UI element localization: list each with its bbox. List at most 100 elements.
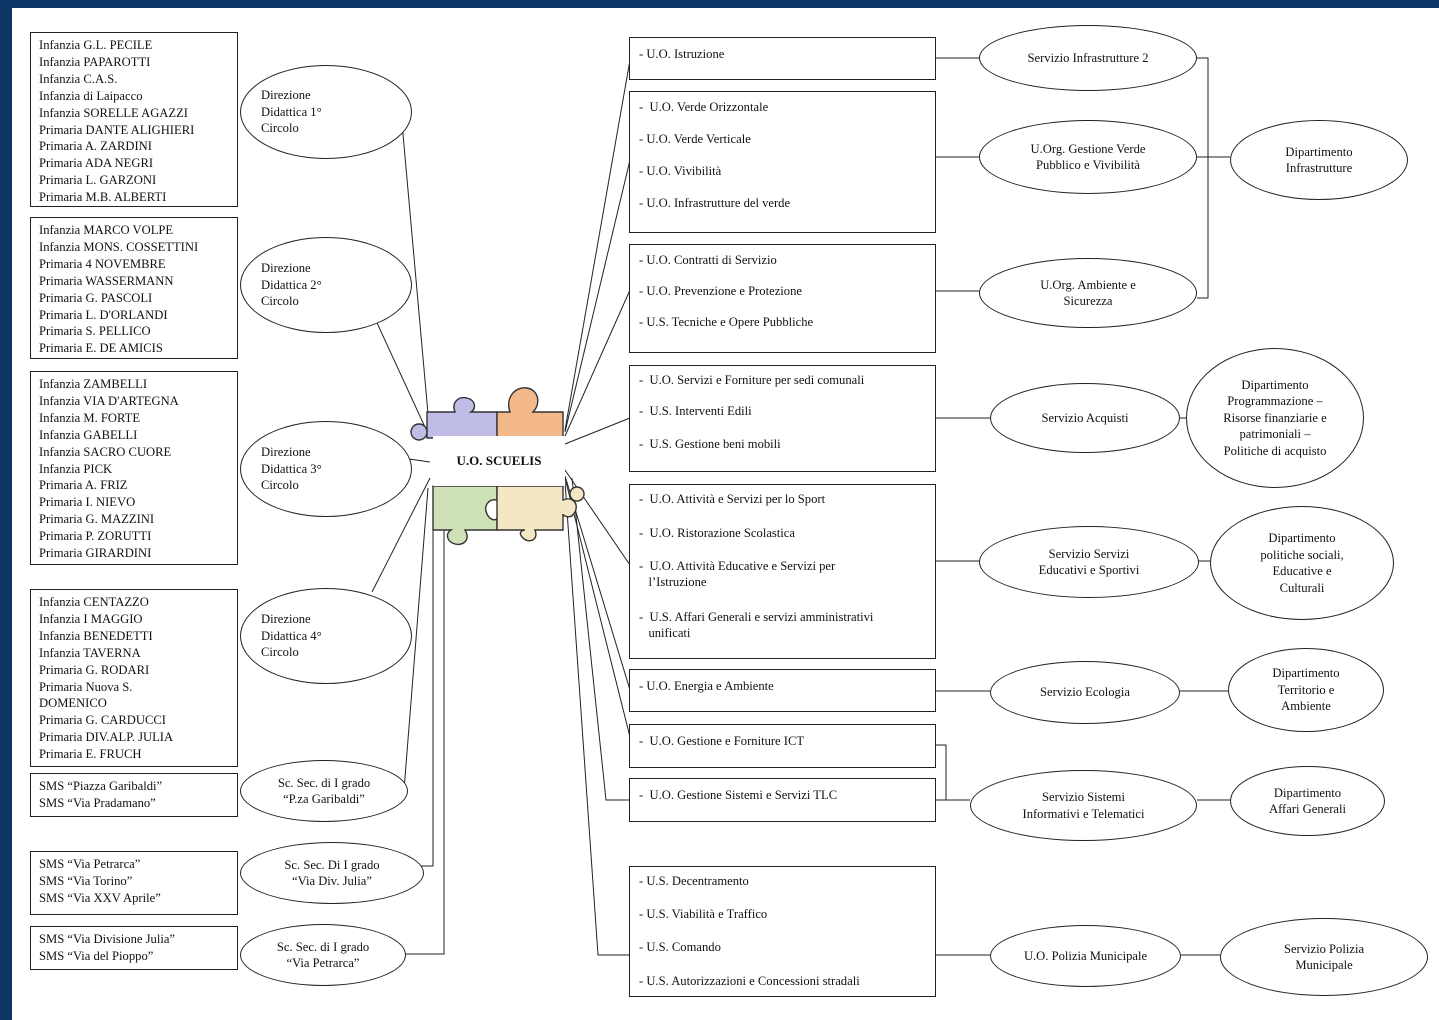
school-list-box: SMS “Via Divisione Julia”SMS “Via del Pi… [30,926,238,970]
school-name: Primaria DIV.ALP. JULIA [39,730,174,745]
direzione-ellipse-label: “Via Petrarca” [286,956,360,970]
school-name: SMS “Via del Pioppo” [39,948,154,963]
department-ellipse-label: politiche sociali, [1260,547,1344,562]
unit-name: - U.S. Autorizzazioni e Concessioni stra… [639,974,860,988]
department-ellipse-label: Dipartimento [1285,144,1353,159]
school-name: Primaria S. PELLICO [39,324,151,339]
school-name: Primaria E. FRUCH [39,747,142,762]
department-ellipse-label: Ambiente [1281,699,1331,714]
unit-list-box: - U.O. Gestione e Forniture ICT [629,724,936,768]
school-name: DOMENICO [39,696,107,711]
direzione-ellipse-label: Direzione [261,88,311,103]
direzione-ellipse-label: Didattica 4° [261,628,322,643]
school-name: Infanzia ZAMBELLI [39,377,148,391]
unit-name: - U.S. Tecniche e Opere Pubbliche [639,315,814,329]
puzzle-piece-green [432,485,498,546]
direzione-ellipse-label: Sc. Sec. Di I grado [284,857,380,872]
school-name: SMS “Via Torino” [39,873,133,888]
school-name: Infanzia SACRO CUORE [39,444,172,459]
unit-name: - U.S. Gestione beni mobili [639,437,781,451]
school-name: Infanzia MARCO VOLPE [39,223,174,237]
department-ellipse-label: Municipale [1295,958,1353,972]
service-ellipse-label: Sicurezza [1063,294,1113,308]
direzione-ellipse: Sc. Sec. di I grado“P.za Garibaldi” [240,760,408,822]
unit-name: - U.O. Gestione Sistemi e Servizi TLC [639,788,838,802]
school-name: Infanzia di Laipacco [39,88,143,103]
school-name: Infanzia VIA D'ARTEGNA [39,393,179,408]
center-label: U.O. SCUELIS [433,436,565,486]
department-ellipse-label: Territorio e [1277,682,1335,697]
unit-name: - U.O. Infrastrutture del verde [639,196,791,210]
school-name: Primaria DANTE ALIGHIERI [39,122,195,137]
puzzle-piece-cream [496,485,577,542]
puzzle-graphic [410,387,585,546]
direzione-ellipse-label: Direzione [261,612,311,627]
service-ellipse-label: Educativi e Sportivi [1038,563,1140,577]
unit-name: - U.O. Gestione e Forniture ICT [639,734,805,748]
unit-list-box: - U.O. Attività e Servizi per lo Sport - … [629,484,936,659]
unit-name: - U.O. Ristorazione Scolastica [639,526,795,540]
school-list-box: SMS “Piazza Garibaldi”SMS “Via Pradamano… [30,773,238,817]
school-name: Primaria Nuova S. [39,679,133,694]
puzzle-piece-orange [496,387,564,439]
school-name: SMS “Via Petrarca” [39,857,141,871]
service-ellipse: Servizio Infrastrutture 2 [979,25,1197,91]
unit-name: - U.S. Affari Generali e servizi amminis… [639,610,874,624]
school-name: Primaria WASSERMANN [39,273,174,288]
department-ellipse-label: Infrastrutture [1285,161,1353,175]
school-name: SMS “Via Pradamano” [39,795,156,810]
unit-name: - U.S. Decentramento [639,874,749,888]
service-ellipse-label: Servizio Ecologia [1040,685,1130,700]
unit-name: - U.O. Contratti di Servizio [639,253,777,267]
direzione-ellipse-label: Sc. Sec. di I grado [276,939,370,954]
service-ellipse-label: Pubblico e Vivibilità [1036,158,1140,172]
unit-name: - U.O. Prevenzione e Protezione [639,284,802,298]
unit-name: - U.O. Servizi e Forniture per sedi comu… [639,373,865,387]
department-ellipse-label: Educative e [1272,564,1332,578]
direzione-ellipse-label: Circolo [261,478,299,493]
unit-list-box: - U.O. Gestione Sistemi e Servizi TLC [629,778,936,822]
unit-name: - U.O. Vivibilità [639,164,722,178]
unit-list-box: - U.S. Decentramento- U.S. Viabilità e T… [629,866,936,997]
school-name: Primaria E. DE AMICIS [39,341,163,356]
unit-name: - U.S. Interventi Edili [639,404,752,418]
unit-name: - U.S. Comando [639,940,721,954]
unit-name: - U.O. Verde Orizzontale [639,100,769,114]
school-name: Primaria G. RODARI [39,662,150,677]
direzione-ellipse-label: Didattica 1° [261,104,322,119]
service-ellipse-label: Servizio Infrastrutture 2 [1027,50,1149,65]
service-ellipse-label: U.Org. Gestione Verde [1030,141,1146,156]
service-ellipse: Servizio Ecologia [990,661,1180,724]
unit-name: - U.O. Energia e Ambiente [639,679,774,693]
unit-list-box: - U.O. Contratti di Servizio - U.O. Preve… [629,244,936,353]
department-ellipse-label: Dipartimento [1272,666,1340,681]
unit-name: - U.O. Attività e Servizi per lo Sport [639,492,826,506]
unit-name: - U.O. Attività Educative e Servizi per [639,559,836,573]
department-ellipse-label: Culturali [1279,580,1325,595]
direzione-ellipse-label: Direzione [261,445,311,460]
unit-name: - U.O. Verde Verticale [639,132,751,146]
department-ellipse-label: Affari Generali [1268,802,1347,816]
department-ellipse-label: patrimoniali – [1239,427,1311,442]
unit-name: unificati [639,626,691,640]
school-name: Infanzia BENEDETTI [39,628,153,643]
school-name: Infanzia M. FORTE [39,410,141,425]
unit-list-box: - U.O. Servizi e Forniture per sedi comu… [629,365,936,472]
direzione-ellipse-label: Direzione [261,261,311,276]
school-name: Primaria ADA NEGRI [39,156,154,171]
school-name: Primaria 4 NOVEMBRE [39,256,166,271]
